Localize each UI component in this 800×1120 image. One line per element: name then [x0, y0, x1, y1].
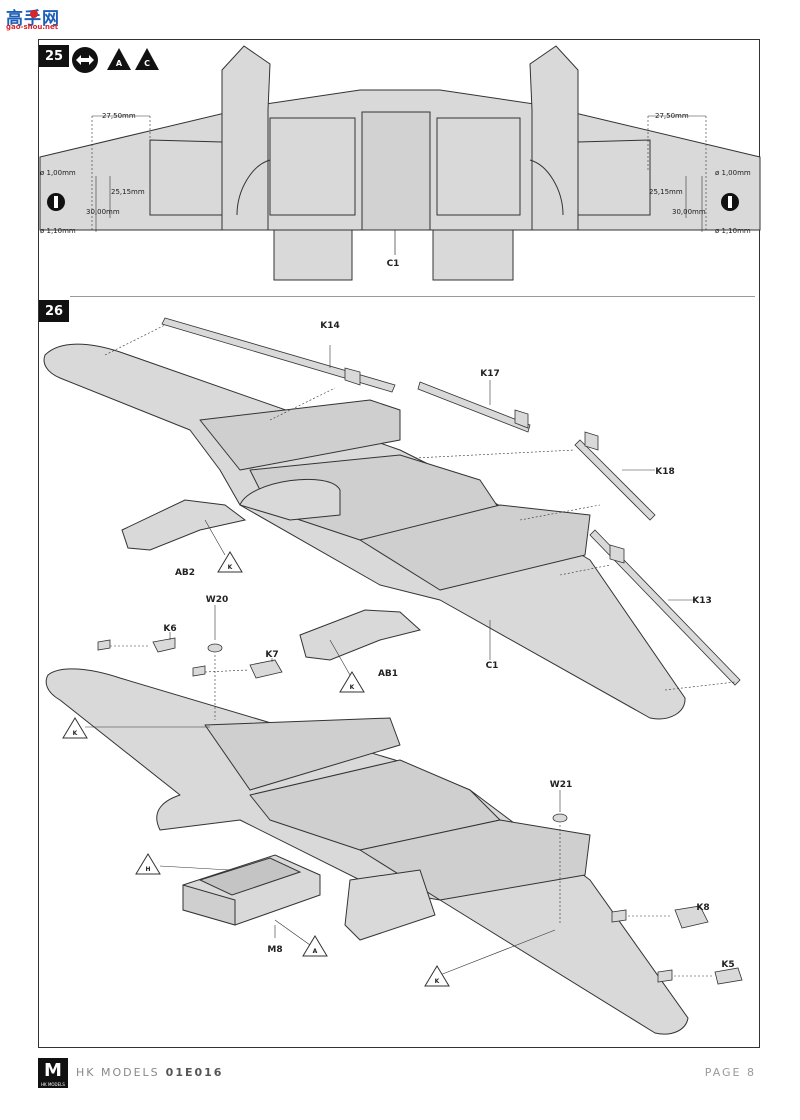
part-k7-drawing	[192, 659, 283, 679]
hk-models-logo-letter: M	[44, 1060, 62, 1081]
step25-marker-a-label: A	[116, 59, 123, 68]
part-ab2-drawing	[121, 499, 247, 551]
site-logo-url: gao-shou.net	[6, 23, 59, 31]
label-k7: K7	[265, 650, 278, 660]
dim-lower-hole-right: ø 1,10mm	[715, 227, 751, 235]
label-w20: W20	[206, 595, 228, 605]
marker-k-ab2: K	[217, 551, 243, 573]
marker-k-lower-right: K	[424, 965, 450, 987]
footer-brand: HK MODELS 01E016	[76, 1066, 223, 1079]
marker-a-m8-label: A	[313, 948, 318, 955]
dim-outer-offset-right: 30,00mm	[672, 208, 706, 216]
step-divider	[70, 296, 755, 297]
label-w21: W21	[550, 780, 572, 790]
dim-span-left: 27,50mm	[102, 112, 136, 120]
label-k18: K18	[655, 467, 675, 477]
part-k13-drawing	[589, 529, 741, 686]
step26-lower-leader-lines	[85, 605, 712, 977]
dim-lower-hole-left: ø 1,10mm	[40, 227, 76, 235]
label-m8: M8	[267, 945, 282, 955]
dim-span-right: 27,50mm	[655, 112, 689, 120]
hk-models-logo: M HK MODELS	[38, 1058, 68, 1088]
page-frame	[38, 39, 760, 1048]
label-k14: K14	[320, 321, 340, 331]
step25-marker-a: A	[107, 48, 131, 70]
label-k6: K6	[163, 624, 176, 634]
part-k17-drawing	[417, 381, 531, 433]
part-ab1-drawing	[299, 609, 422, 661]
dim-inner-offset-right: 25,15mm	[649, 188, 683, 196]
part-w20-drawing	[207, 643, 223, 653]
hole-markers-left	[47, 115, 151, 232]
label-k13: K13	[692, 596, 712, 606]
step25-marker-c-label: C	[144, 59, 150, 68]
page-number: PAGE 8	[704, 1066, 756, 1079]
lower-wing-assembly	[45, 668, 689, 1035]
part-w21-drawing	[552, 813, 568, 823]
step-26-badge: 26	[39, 300, 69, 322]
marker-k-lower-left: K	[62, 717, 88, 739]
site-watermark-logo: 高手网 gao-shou.net	[4, 4, 74, 34]
label-k8: K8	[696, 903, 709, 913]
step26-upper-leader-lines	[104, 324, 736, 691]
site-logo-text: 高手网	[6, 9, 60, 29]
site-logo-dot	[30, 10, 38, 18]
marker-k-lower-left-label: K	[73, 730, 78, 737]
marker-k-ab2-label: K	[228, 564, 233, 571]
footer-product-code: 01E016	[165, 1066, 224, 1079]
part-m8-drawing	[182, 854, 321, 926]
part-k8-drawing	[611, 905, 709, 929]
footer-brand-name: HK MODELS	[76, 1066, 160, 1079]
label-ab1: AB1	[378, 669, 398, 679]
marker-k-lower-right-label: K	[435, 978, 440, 985]
wing-underside-drawing	[39, 45, 761, 281]
marker-h-m8: H	[135, 853, 161, 875]
marker-k-ab1-label: K	[350, 684, 355, 691]
dim-inner-offset-left: 25,15mm	[111, 188, 145, 196]
flip-model-icon	[72, 47, 98, 73]
hole-markers-right	[647, 115, 739, 232]
marker-a-m8: A	[302, 935, 328, 957]
part-k18-drawing	[574, 431, 656, 521]
marker-k-ab1: K	[339, 671, 365, 693]
part-k14-drawing	[161, 317, 396, 393]
label-ab2: AB2	[175, 568, 195, 578]
dim-upper-hole-right: ø 1,00mm	[715, 169, 751, 177]
step25-part-c1: C1	[387, 259, 400, 269]
label-k17: K17	[480, 369, 500, 379]
marker-h-m8-label: H	[145, 866, 150, 873]
step-25-badge: 25	[39, 45, 69, 67]
part-k5-drawing	[657, 967, 743, 985]
label-c1: C1	[486, 661, 499, 671]
dim-outer-offset-left: 30,00mm	[86, 208, 120, 216]
page-footer: M HK MODELS HK MODELS 01E016 PAGE 8	[38, 1058, 762, 1098]
upper-wing-assembly	[43, 343, 686, 720]
dim-upper-hole-left: ø 1,00mm	[40, 169, 76, 177]
label-k5: K5	[721, 960, 734, 970]
step25-marker-c: C	[135, 48, 159, 70]
part-k6-drawing	[97, 637, 176, 653]
hk-models-logo-caption: HK MODELS	[41, 1082, 65, 1087]
